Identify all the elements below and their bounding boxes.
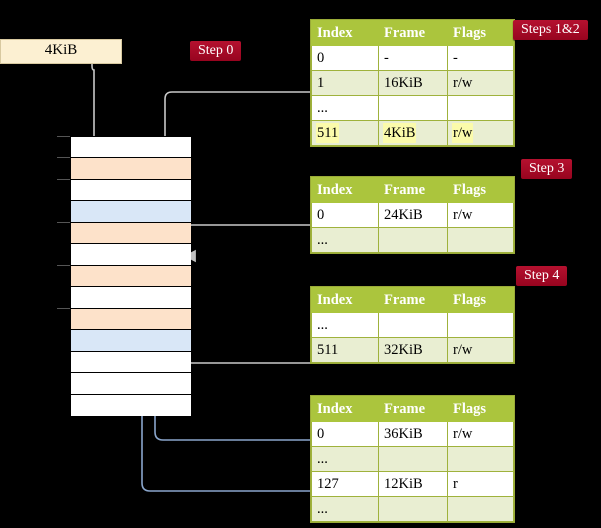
column-header-frame: Frame — [378, 396, 448, 422]
highlighted-value: 4KiB — [383, 123, 417, 143]
memory-tick-4 — [57, 221, 70, 223]
badge-step-3: Step 3 — [521, 159, 573, 179]
memory-frame-12 — [71, 394, 191, 416]
memory-frame-5 — [71, 244, 191, 266]
column-header-flags: Flags — [447, 287, 514, 313]
column-header-frame: Frame — [378, 20, 448, 46]
cell-frame: 32KiB — [378, 337, 448, 363]
cell-flags — [447, 312, 514, 338]
cell-frame — [378, 95, 448, 121]
memory-frame-9 — [71, 330, 191, 352]
column-header-index: Index — [311, 177, 379, 203]
table-row: 0-- — [311, 45, 514, 71]
column-header-flags: Flags — [447, 396, 514, 422]
cell-flags — [447, 496, 514, 522]
cell-flags — [447, 446, 514, 472]
highlighted-value: 511 — [316, 123, 340, 143]
memory-frame-10 — [71, 351, 191, 374]
cell-flags: r/w — [447, 421, 514, 447]
cell-index: 0 — [311, 45, 379, 71]
column-header-index: Index — [311, 20, 379, 46]
table-row: ... — [311, 312, 514, 338]
cell-frame — [378, 312, 448, 338]
cell-index: ... — [311, 446, 379, 472]
cell-index: 511 — [311, 337, 379, 363]
cell-index: 0 — [311, 202, 379, 228]
memory-frame-6 — [71, 265, 191, 288]
badge-steps-1-2: Steps 1&2 — [513, 20, 588, 40]
cell-frame — [378, 496, 448, 522]
cell-frame — [378, 227, 448, 253]
highlighted-value: r/w — [452, 123, 474, 143]
cell-frame — [378, 446, 448, 472]
memory-tick-0 — [57, 136, 70, 137]
cell-flags: r/w — [447, 337, 514, 363]
cell-index: 1 — [311, 70, 379, 96]
column-header-frame: Frame — [378, 287, 448, 313]
cell-frame: - — [378, 45, 448, 71]
memory-frame-3 — [71, 201, 191, 223]
column-header-index: Index — [311, 287, 379, 313]
cell-frame: 16KiB — [378, 70, 448, 96]
virtual-page-box: 4KiB — [0, 39, 122, 64]
cell-index: ... — [311, 227, 379, 253]
badge-step-4: Step 4 — [516, 266, 568, 286]
cell-index: 511 — [311, 120, 379, 146]
cell-flags — [447, 227, 514, 253]
column-header-flags: Flags — [447, 20, 514, 46]
cell-frame: 12KiB — [378, 471, 448, 497]
memory-frame-4 — [71, 222, 191, 245]
cell-frame: 36KiB — [378, 421, 448, 447]
wire-step4 — [169, 296, 311, 364]
memory-tick-2 — [57, 178, 70, 180]
cell-flags: - — [447, 45, 514, 71]
memory-frame-1 — [71, 158, 191, 180]
cell-frame: 24KiB — [378, 202, 448, 228]
memory-tick-8 — [57, 307, 70, 309]
cell-index: ... — [311, 95, 379, 121]
memory-frame-7 — [71, 287, 191, 309]
table-row: 511 4KiB r/w — [311, 120, 514, 146]
badge-step-0: Step 0 — [190, 41, 242, 61]
table-row: ... — [311, 227, 514, 253]
cell-index: 127 — [311, 471, 379, 497]
physical-memory-column — [70, 136, 191, 416]
table-row: ... — [311, 95, 514, 121]
virtual-page-label: 4KiB — [44, 42, 78, 58]
cell-index: 0 — [311, 421, 379, 447]
column-header-index: Index — [311, 396, 379, 422]
cell-flags: r/w — [447, 202, 514, 228]
memory-frame-2 — [71, 179, 191, 202]
memory-tick-1 — [57, 157, 70, 159]
memory-frame-0 — [71, 137, 191, 159]
cell-flags: r/w — [447, 70, 514, 96]
column-header-frame: Frame — [378, 177, 448, 203]
cell-index: ... — [311, 496, 379, 522]
cell-flags — [447, 95, 514, 121]
wire-step3 — [184, 224, 311, 263]
table-row: ... — [311, 496, 514, 522]
memory-frame-8 — [71, 308, 191, 331]
cell-index: ... — [311, 312, 379, 338]
cell-frame: 4KiB — [378, 120, 448, 146]
memory-frame-11 — [71, 373, 191, 395]
cell-flags: r/w — [447, 120, 514, 146]
table-row: ... — [311, 446, 514, 472]
cell-flags: r — [447, 471, 514, 497]
memory-tick-6 — [57, 264, 70, 266]
column-header-flags: Flags — [447, 177, 514, 203]
